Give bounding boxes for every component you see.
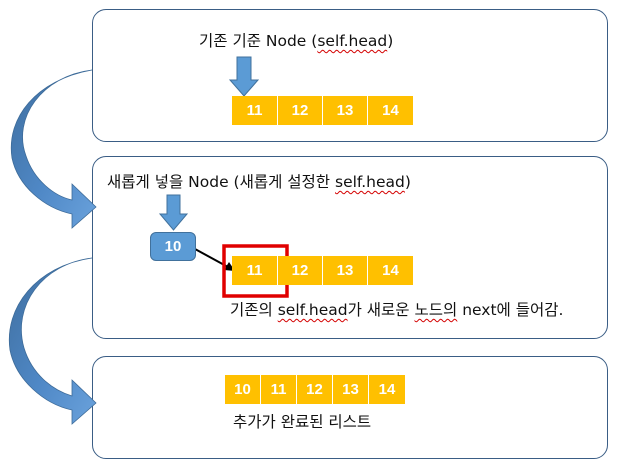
note-text: 가 새로운 [347, 301, 415, 319]
code-self-head: self.head [277, 301, 348, 319]
note-text: next에 들어감. [457, 301, 564, 319]
list-cell: 14 [368, 96, 413, 125]
list-cell: 13 [323, 256, 368, 285]
next-link-arrow [194, 248, 235, 271]
caption-end: ) [387, 32, 394, 50]
new-node-box: 10 [150, 232, 196, 261]
list-cell: 11 [232, 256, 278, 285]
curved-arrow-icon [10, 69, 97, 229]
curved-arrow-icon [8, 257, 97, 425]
list-cell: 14 [368, 256, 413, 285]
code-self-head: self.head [335, 173, 405, 191]
list-cell: 12 [278, 96, 323, 125]
list-cell: 12 [278, 256, 323, 285]
panel-result-list [92, 356, 608, 459]
down-arrow-icon [158, 194, 189, 231]
list-cell: 12 [297, 375, 333, 404]
note-head-into-next: 기존의 self.head가 새로운 노드의 next에 들어감. [230, 298, 563, 320]
list-cell: 11 [232, 96, 278, 125]
note-text-underlined: 노드의 [414, 301, 458, 319]
caption-text: 새롭게 넣을 Node (새롭게 설정한 [107, 173, 335, 191]
caption-text: 기존 기준 Node ( [199, 32, 318, 50]
caption-original-head: 기존 기준 Node (self.head) [199, 29, 393, 51]
caption-end: ) [404, 173, 411, 191]
list-cell: 11 [261, 375, 297, 404]
list-cell: 14 [369, 375, 405, 404]
note-text: 기존의 [230, 301, 278, 319]
list-cell: 13 [333, 375, 369, 404]
down-arrow-icon [228, 56, 260, 97]
caption-new-node: 새롭게 넣을 Node (새롭게 설정한 self.head) [107, 170, 411, 192]
list-cell: 10 [225, 375, 261, 404]
list-cell: 13 [323, 96, 368, 125]
caption-result: 추가가 완료된 리스트 [233, 413, 372, 431]
code-self-head: self.head [317, 32, 388, 50]
